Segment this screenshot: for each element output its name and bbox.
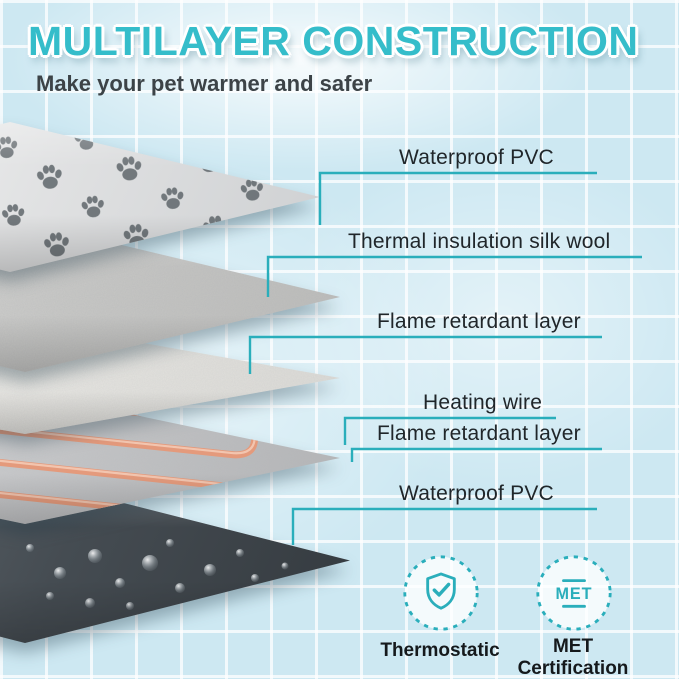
shield-check-icon <box>403 555 479 631</box>
connector-flame-retardant-lower <box>350 447 602 462</box>
connector-waterproof-pvc-top <box>318 171 597 225</box>
label-silk-wool: Thermal insulation silk wool <box>348 230 611 253</box>
page-title: MULTILAYER CONSTRUCTION <box>28 18 639 64</box>
label-waterproof-pvc-top: Waterproof PVC <box>399 146 554 169</box>
label-flame-retardant-upper: Flame retardant layer <box>377 310 581 333</box>
thermostatic-label: Thermostatic <box>380 640 500 661</box>
thermostatic-badge <box>401 553 481 638</box>
label-heating-wire: Heating wire <box>423 391 543 414</box>
label-flame-retardant-lower: Flame retardant layer <box>377 422 581 445</box>
subtitle: Make your pet warmer and safer <box>36 71 373 96</box>
header: MULTILAYER CONSTRUCTION Make your pet wa… <box>28 18 639 97</box>
label-waterproof-pvc-bottom: Waterproof PVC <box>399 482 554 505</box>
met-badge: MET <box>534 553 614 638</box>
met-emblem-icon: MET <box>536 555 612 631</box>
met-certification-label: MET Certification <box>517 636 629 679</box>
layer-waterproof-pvc-top <box>0 122 320 272</box>
met-circle-text: MET <box>555 585 592 603</box>
paw-pattern-texture <box>0 122 320 272</box>
